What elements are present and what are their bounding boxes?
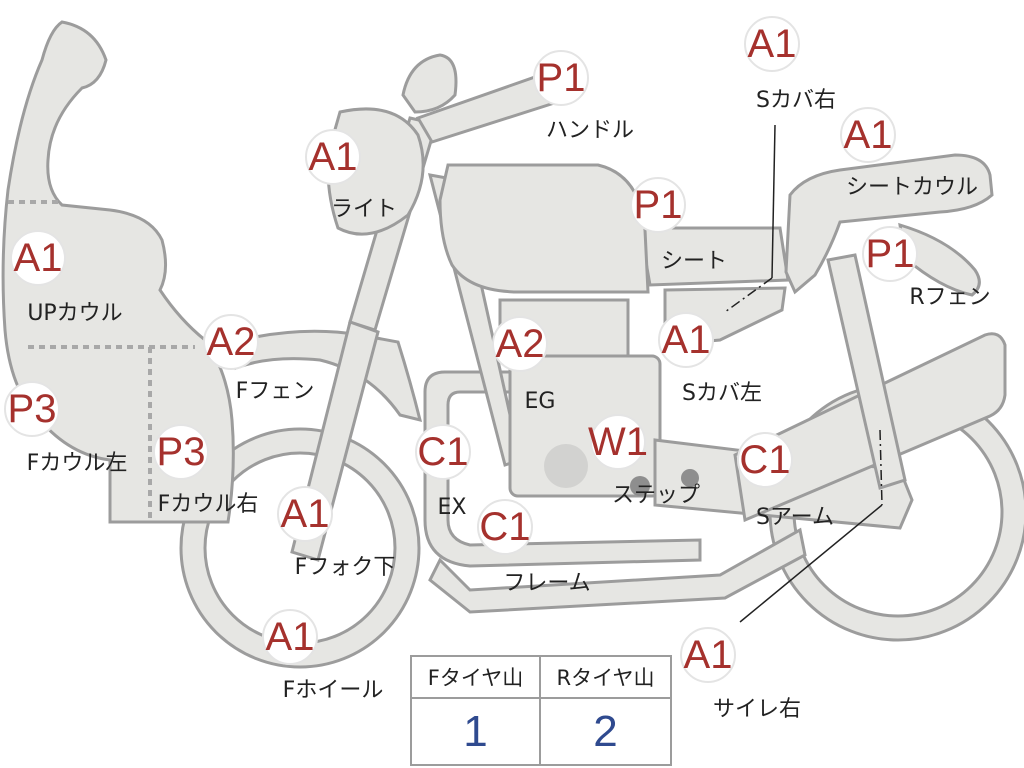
part-f-wheel: A1 Fホイール	[262, 609, 384, 703]
grade-badge: A1	[844, 113, 893, 157]
part-label: Fホイール	[283, 678, 384, 703]
grade-badge: A1	[309, 135, 358, 179]
part-exhaust: C1 EX	[415, 424, 471, 520]
grade-badge: P3	[157, 430, 206, 474]
part-r-fender: P1 Rフェン	[862, 226, 991, 310]
part-f-fork-lower: A1 Fフォク下	[277, 486, 396, 580]
fuel-tank-shape	[438, 163, 650, 294]
part-label: Fフォク下	[295, 555, 396, 580]
seat-cowl-shape	[784, 153, 994, 295]
part-label: EX	[438, 495, 467, 520]
part-seat: P1 シート	[630, 177, 727, 274]
grade-badge: A1	[14, 236, 63, 280]
part-label: シート	[661, 249, 727, 274]
grade-badge: C1	[417, 430, 468, 474]
rear-tire-header: Rタイヤ山	[541, 657, 670, 699]
part-light: A1 ライト	[305, 129, 397, 222]
part-step: W1 ステップ	[588, 414, 700, 508]
part-label: Fフェン	[236, 379, 315, 404]
part-label: Fカウル右	[158, 492, 259, 517]
part-label: ステップ	[612, 483, 700, 508]
part-label: シートカウル	[846, 175, 978, 200]
part-label: Sアーム	[756, 505, 834, 530]
part-label: ライト	[331, 197, 397, 222]
part-label: フレーム	[503, 571, 590, 596]
part-label: Rフェン	[909, 285, 990, 310]
part-f-cowl-right: P3 Fカウル右	[153, 424, 259, 517]
grade-badge: A2	[496, 322, 545, 366]
part-handle: P1 ハンドル	[533, 50, 634, 143]
cowl-shape	[1, 20, 235, 524]
leader-lines	[724, 124, 883, 623]
rear-stay-shape	[826, 253, 907, 490]
grade-badge: A1	[684, 633, 733, 677]
part-seat-cowl: A1 シートカウル	[840, 107, 978, 200]
rear-fender-shape	[898, 222, 981, 297]
grade-badge: A1	[662, 318, 711, 362]
front-fender-shape	[230, 329, 423, 423]
grade-badge: P1	[866, 232, 915, 276]
part-up-cowl: A1 UPカウル	[10, 230, 123, 326]
part-label: ハンドル	[546, 118, 634, 143]
part-swing-arm: C1 Sアーム	[737, 432, 834, 530]
part-f-cowl-left: P3 Fカウル左	[4, 381, 128, 476]
grade-badge: A1	[748, 22, 797, 66]
grade-badge: A1	[281, 492, 330, 536]
grade-badge: W1	[588, 420, 648, 464]
grade-badge: P3	[8, 387, 57, 431]
rear-tire-value: 2	[593, 706, 618, 756]
part-label: Sカバ左	[682, 381, 762, 406]
part-label: Sカバ右	[756, 88, 836, 113]
front-tire-value: 1	[412, 699, 541, 764]
front-tire-header: Fタイヤ山	[412, 657, 541, 699]
grade-badge: P1	[634, 183, 683, 227]
part-silencer-right: A1 サイレ右	[680, 627, 801, 722]
part-engine: A2 EG	[492, 316, 556, 414]
tire-tread-table: Fタイヤ山 Rタイヤ山 1 2	[410, 655, 672, 766]
part-label: サイレ右	[713, 697, 801, 722]
part-s-cover-right: A1 Sカバ右	[744, 16, 836, 113]
part-frame: C1 フレーム	[477, 499, 591, 596]
part-s-cover-left: A1 Sカバ左	[658, 312, 762, 406]
grade-badge: A1	[266, 615, 315, 659]
part-f-fender: A2 Fフェン	[203, 314, 315, 404]
part-label: EG	[525, 389, 556, 414]
grade-badge: C1	[479, 505, 530, 549]
grade-badge: A2	[207, 320, 256, 364]
step-shape	[630, 469, 699, 496]
part-label: UPカウル	[27, 301, 122, 326]
grade-badge: C1	[739, 438, 790, 482]
frame-shape	[423, 173, 807, 614]
grade-badge: P1	[537, 56, 586, 100]
part-label: Fカウル左	[27, 451, 128, 476]
